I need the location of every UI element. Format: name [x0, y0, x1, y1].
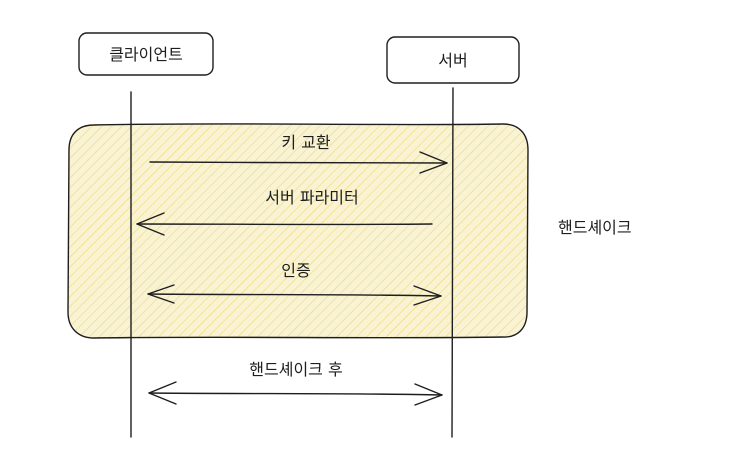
server-label: 서버	[438, 51, 467, 70]
server-box: 서버	[386, 36, 520, 84]
authentication-arrow	[147, 284, 442, 306]
client-box: 클라이언트	[78, 32, 214, 76]
server-parameters-label: 서버 파라미터	[265, 188, 358, 207]
handshake-region	[67, 123, 529, 339]
after-handshake-arrow	[148, 381, 443, 406]
after-handshake-label: 핸드셰이크 후	[249, 360, 342, 379]
key-exchange-label: 키 교환	[281, 133, 331, 152]
client-label: 클라이언트	[109, 45, 183, 64]
authentication-label: 인증	[281, 261, 310, 280]
key-exchange-arrow	[149, 151, 448, 174]
handshake-label: 핸드셰이크	[558, 218, 632, 237]
server-lifeline	[451, 87, 454, 438]
server-parameters-arrow	[136, 212, 433, 236]
